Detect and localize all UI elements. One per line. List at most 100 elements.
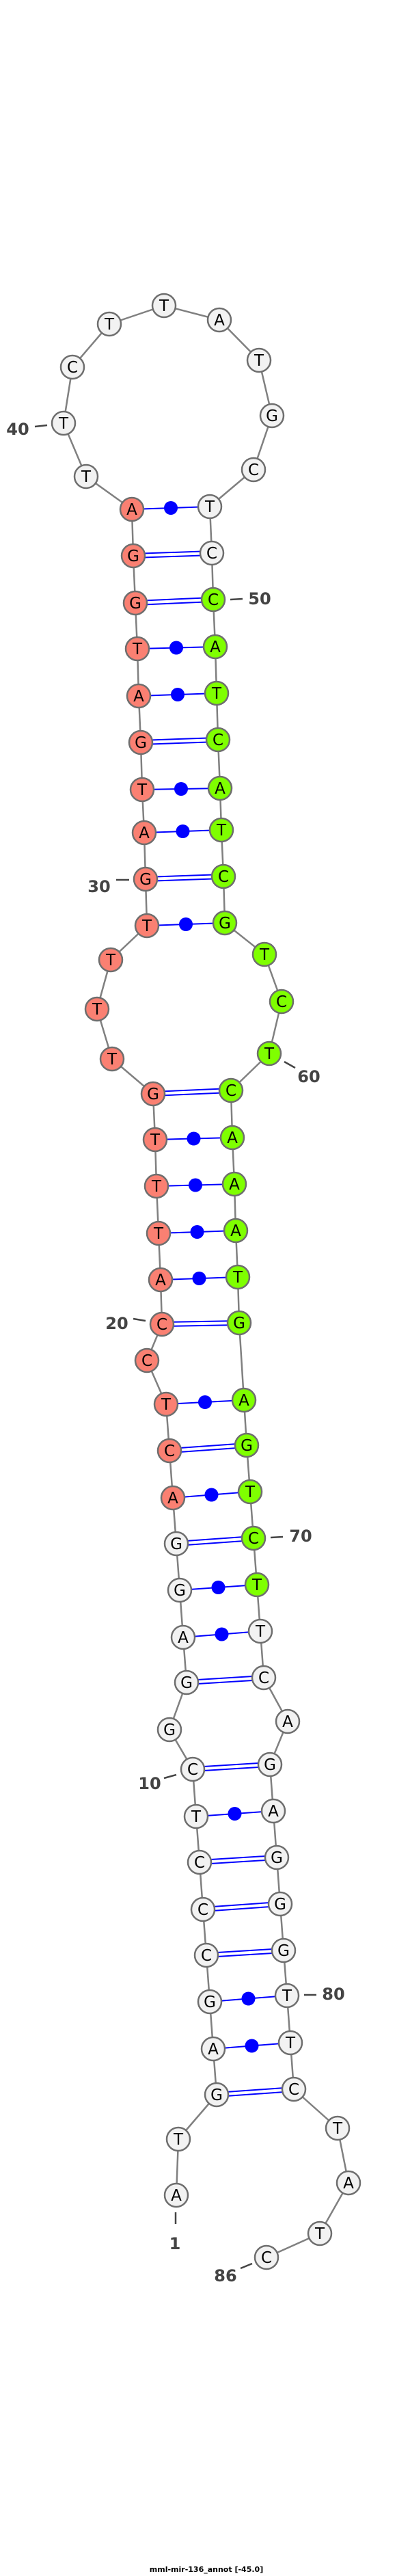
nucleotide-circle: [170, 1624, 196, 1650]
nucleotide-circle: [149, 1311, 175, 1337]
nucleotide-circle: [163, 1531, 189, 1557]
nucleotide-11: G: [156, 1717, 182, 1743]
pair-dot: [241, 1991, 256, 2006]
pair-line: [133, 554, 213, 559]
nucleotide-28: T: [98, 947, 124, 973]
position-label-80: 80: [304, 1985, 345, 2004]
nucleotide-33: G: [128, 729, 154, 755]
nucleotide-letter: A: [133, 688, 144, 706]
nucleotide-letter: A: [171, 2187, 182, 2205]
nucleotide-circle: [99, 1046, 125, 1072]
pair-dot: [190, 1225, 204, 1239]
position-label-60: 60: [284, 1060, 320, 1086]
base-pair: [195, 1807, 274, 1821]
nucleotide-letter: T: [232, 1269, 243, 1287]
nucleotide-letter: T: [132, 641, 143, 658]
nucleotide-circle: [251, 941, 277, 967]
nucleotide-letter: G: [180, 1674, 193, 1692]
nucleotide-letter: A: [214, 312, 225, 330]
nucleotide-69: T: [237, 1479, 263, 1505]
base-pair: [186, 1675, 264, 1685]
backbone-link: [238, 1322, 245, 1401]
nucleotide-12: G: [174, 1669, 200, 1695]
nucleotide-circle: [180, 1756, 206, 1782]
nucleotide-letter: G: [139, 871, 152, 889]
pair-line: [186, 1675, 264, 1681]
nucleotide-circle: [200, 2036, 226, 2062]
pair-dot: [245, 2039, 259, 2053]
nucleotide-letter: G: [135, 734, 147, 752]
base-pair: [172, 1488, 251, 1502]
nucleotide-81: T: [277, 2030, 303, 2056]
nucleotide-79: G: [271, 1937, 297, 1963]
nucleotide-circle: [167, 1577, 193, 1603]
pair-line: [199, 1855, 277, 1861]
nucleotide-circle: [193, 1942, 219, 1968]
base-pair: [206, 1948, 284, 1958]
pair-dot: [169, 641, 183, 655]
nucleotide-circle: [128, 729, 154, 755]
label-text: 20: [105, 1314, 128, 1333]
nucleotide-circle: [190, 1896, 216, 1922]
nucleotide-49: C: [199, 540, 225, 566]
nucleotide-letter: A: [343, 2175, 354, 2192]
label-tick: [270, 1535, 284, 1539]
nucleotide-14: G: [167, 1577, 193, 1603]
base-pair: [144, 824, 222, 838]
pair-dot: [215, 1627, 229, 1641]
label-tick: [34, 424, 48, 428]
nucleotide-circle: [225, 1264, 251, 1290]
nucleotide-circle: [237, 1479, 263, 1505]
nucleotide-letter: T: [159, 297, 169, 315]
nucleotide-letter: G: [266, 407, 278, 425]
nucleotide-60: T: [256, 1041, 282, 1066]
base-pair: [202, 1901, 281, 1912]
nucleotide-85: T: [307, 2221, 333, 2246]
label-tick: [284, 1060, 296, 1069]
nucleotide-letter: T: [92, 1001, 102, 1019]
nucleotide-letter: C: [276, 993, 287, 1011]
nucleotide-circle: [269, 989, 295, 1015]
nucleotide-circle: [120, 543, 146, 569]
pair-line: [135, 601, 214, 606]
pair-line: [192, 1762, 271, 1768]
nucleotide-circle: [241, 1525, 266, 1551]
base-pair: [169, 1443, 247, 1453]
base-pair: [160, 1272, 238, 1285]
nucleotide-letter: A: [215, 780, 226, 798]
nucleotide-63: A: [221, 1171, 247, 1197]
nucleotide-35: T: [124, 636, 150, 662]
position-label-86: 86: [214, 2262, 253, 2285]
pair-line: [140, 741, 219, 745]
nucleotide-letter: G: [264, 1756, 276, 1774]
label-text: 50: [248, 589, 271, 608]
base-pair: [146, 917, 226, 931]
nucleotide-letter: T: [251, 1577, 262, 1594]
nucleotide-letter: T: [81, 468, 92, 486]
nucleotide-circle: [271, 1937, 297, 1963]
nucleotide-circle: [144, 1173, 169, 1199]
nucleotide-letter: T: [314, 2225, 325, 2243]
pair-line: [135, 597, 214, 602]
nucleotide-15: G: [163, 1531, 189, 1557]
position-label-20: 20: [105, 1314, 146, 1333]
base-pair: [140, 737, 219, 745]
label-text: 1: [169, 2234, 181, 2253]
nucleotide-25: G: [140, 1081, 166, 1107]
pair-dot: [171, 688, 184, 701]
label-tick: [240, 2262, 253, 2270]
nucleotide-circle: [204, 2082, 230, 2108]
nucleotide-circle: [126, 683, 152, 709]
nucleotide-circle: [226, 1310, 252, 1336]
nucleotide-circle: [199, 540, 225, 566]
nucleotide-letter: G: [241, 1437, 253, 1455]
nucleotide-circle: [174, 1669, 200, 1695]
nucleotide-letter: T: [104, 316, 115, 334]
nucleotide-16: A: [160, 1485, 186, 1511]
pair-line: [145, 878, 224, 882]
position-label-70: 70: [270, 1527, 312, 1546]
pair-line: [152, 1092, 232, 1097]
nucleotide-circle: [200, 587, 226, 613]
nucleotide-letter: C: [208, 591, 219, 609]
nucleotide-70: C: [241, 1525, 266, 1551]
